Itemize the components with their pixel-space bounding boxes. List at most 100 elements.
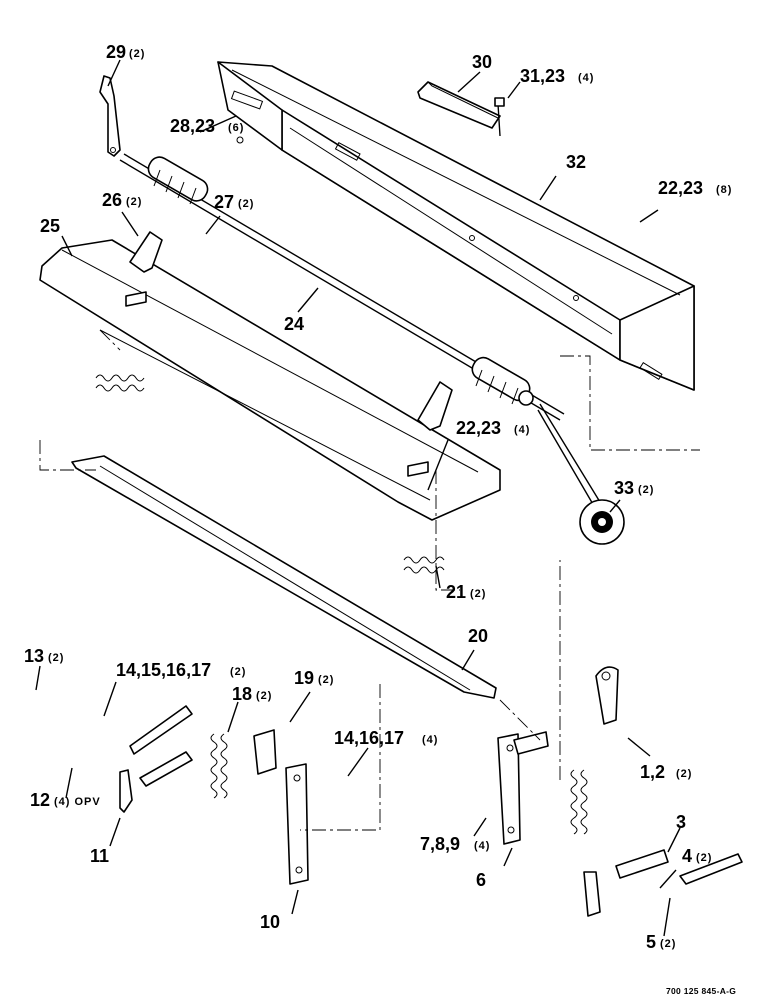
callout-28: 28,23 (6) (170, 116, 244, 136)
callout-26-qty: (2) (126, 196, 142, 208)
callout-22-lower-qty: (4) (514, 424, 530, 436)
callout-20-label: 20 (468, 626, 488, 646)
callout-19: 19 (2) (294, 668, 334, 688)
callout-24-label: 24 (284, 314, 304, 334)
callout-5: 5 (2) (646, 932, 676, 952)
callout-29-label: 29 (106, 42, 126, 62)
callout-27-label: 27 (214, 192, 234, 212)
callout-29: 29 (2) (106, 42, 145, 62)
callout-21-label: 21 (446, 582, 466, 602)
callout-26: 26 (2) (102, 190, 142, 210)
callout-27: 27 (2) (214, 192, 254, 212)
callout-32-label: 32 (566, 152, 586, 172)
hood-shield (217, 61, 695, 391)
spring-18-left (210, 733, 228, 799)
callout-14-upper-qty: (2) (230, 666, 246, 678)
callout-33: 33 (2) (614, 478, 654, 498)
bolt-31 (494, 97, 505, 137)
right-arm (497, 731, 549, 845)
callout-11-label: 11 (90, 846, 109, 866)
callout-31-label: 31,23 (520, 66, 565, 86)
callout-22-lower-label: 22,23 (456, 418, 501, 438)
callout-29-qty: (2) (129, 48, 145, 60)
callout-13-qty: (2) (48, 652, 64, 664)
callout-13-label: 13 (24, 646, 44, 666)
callout-5-label: 5 (646, 932, 656, 952)
handle (417, 81, 501, 129)
callout-31-qty: (4) (578, 72, 594, 84)
callout-1-label: 1,2 (640, 762, 665, 782)
callout-13: 13 (2) (24, 646, 64, 666)
link-bar-lower-left (139, 751, 193, 787)
bracket-29 (99, 75, 121, 157)
link-bar-upper-left (129, 705, 193, 755)
callout-6-label: 6 (476, 870, 486, 890)
callout-21-qty: (2) (470, 588, 486, 600)
callout-33-label: 33 (614, 478, 634, 498)
spring-21-upper (95, 374, 145, 392)
callout-19-label: 19 (294, 668, 314, 688)
callout-24: 24 (284, 314, 304, 334)
callout-3-label: 3 (676, 812, 686, 832)
pivot-bracket (595, 666, 619, 725)
callout-33-qty: (2) (638, 484, 654, 496)
plate-19 (253, 729, 277, 775)
callout-12-qty: (4) OPV (54, 796, 101, 808)
leader-arrows (35, 59, 681, 937)
bracket-11 (119, 769, 133, 813)
callout-4-qty: (2) (696, 852, 712, 864)
callout-1-qty: (2) (676, 768, 692, 780)
bearing-inset (537, 403, 625, 545)
callout-28-label: 28,23 (170, 116, 215, 136)
callout-10-label: 10 (260, 912, 280, 932)
callout-10: 10 (260, 912, 280, 932)
callout-14-lower: 14,16,17 (4) (334, 728, 438, 748)
callout-3: 3 (676, 812, 686, 832)
callout-6: 6 (476, 870, 486, 890)
callout-28-qty: (6) (228, 122, 244, 134)
deflector-pan (39, 239, 501, 521)
callout-21: 21 (2) (446, 582, 486, 602)
callout-12-label: 12 (30, 790, 50, 810)
callout-30-label: 30 (472, 52, 492, 72)
support-bar (71, 455, 497, 699)
callout-1: 1,2 (2) (640, 762, 692, 782)
callout-18: 18 (2) (232, 684, 272, 704)
callout-22-upper: 22,23 (8) (658, 178, 731, 198)
callout-12: 12 (4) OPV (30, 790, 101, 810)
document-number: 700 125 845-A-G (666, 986, 736, 996)
callout-22-lower: 22,23 (4) (456, 418, 530, 438)
callout-31: 31,23 (4) (520, 66, 594, 86)
callout-18-qty: (2) (256, 690, 272, 702)
clip-26-right (417, 381, 453, 431)
roller-shaft (119, 153, 565, 421)
spring-18-right (570, 769, 588, 835)
callout-5-qty: (2) (660, 938, 676, 950)
callout-26-label: 26 (102, 190, 122, 210)
callout-25-label: 25 (40, 216, 60, 236)
callout-18-label: 18 (232, 684, 252, 704)
spring-21-lower (403, 556, 445, 574)
callout-19-qty: (2) (318, 674, 334, 686)
bracket-3 (583, 849, 669, 917)
callout-7: 7,8,9 (4) (420, 834, 490, 854)
callout-22-upper-label: 22,23 (658, 178, 703, 198)
callout-30: 30 (472, 52, 492, 72)
center-lines (39, 329, 700, 831)
callout-14-lower-label: 14,16,17 (334, 728, 404, 748)
callout-11: 11 (90, 846, 109, 866)
callout-14-lower-qty: (4) (422, 734, 438, 746)
callout-25: 25 (40, 216, 60, 236)
callout-7-qty: (4) (474, 840, 490, 852)
callout-7-label: 7,8,9 (420, 834, 460, 854)
clip-26-left (129, 231, 163, 273)
link-bar-right (679, 853, 743, 885)
callout-32: 32 (566, 152, 586, 172)
left-arm (285, 763, 309, 885)
callout-27-qty: (2) (238, 198, 254, 210)
callout-20: 20 (468, 626, 488, 646)
callout-14-upper: 14,15,16,17 (2) (116, 660, 246, 680)
callout-4-label: 4 (682, 846, 692, 866)
callout-14-upper-label: 14,15,16,17 (116, 660, 211, 680)
